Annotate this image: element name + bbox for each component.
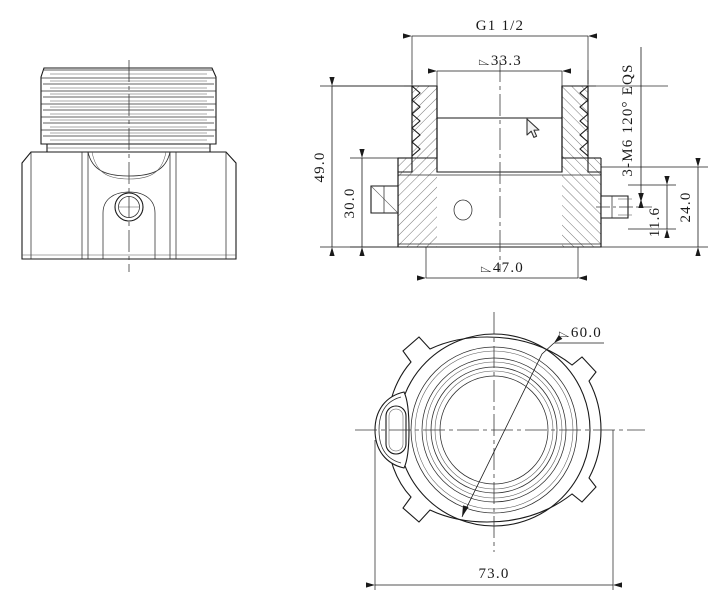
dim-port-offset: 11.6 bbox=[628, 176, 676, 238]
thread-profile bbox=[411, 85, 589, 157]
body-face-hole bbox=[453, 199, 473, 221]
dim-thread-spec-label: G1 1/2 bbox=[476, 18, 524, 34]
dim-seal-diameter-label: ⌳60.0 bbox=[558, 325, 602, 341]
dim-port-height-label: 24.0 bbox=[678, 191, 694, 222]
dim-thread-spec: G1 1/2 bbox=[403, 18, 597, 88]
dim-flange-diameter-label: ⌳47.0 bbox=[480, 260, 524, 276]
section-view bbox=[332, 60, 668, 272]
dim-body-height: 30.0 bbox=[342, 149, 412, 256]
dim-bore-diameter: ⌳33.3 bbox=[428, 53, 571, 90]
dim-port-height: 24.0 bbox=[601, 158, 708, 256]
external-thread-boss bbox=[40, 67, 217, 153]
note-m6-ports-label: 3-M6 120° EQS bbox=[620, 63, 636, 176]
m6-port bbox=[596, 195, 652, 219]
section-hatching bbox=[398, 86, 601, 247]
note-m6-ports: 3-M6 120° EQS bbox=[620, 47, 644, 208]
dim-overall-width-label: 73.0 bbox=[478, 566, 509, 582]
front-elevation-view bbox=[21, 60, 237, 272]
dim-body-height-label: 30.0 bbox=[342, 187, 358, 218]
left-lug bbox=[370, 185, 399, 214]
dim-seal-diameter: ⌳60.0 bbox=[461, 325, 604, 518]
dim-flange-diameter: ⌳47.0 bbox=[417, 247, 587, 281]
plan-view: ⌳60.0 73.0 bbox=[355, 312, 645, 590]
dim-port-offset-label: 11.6 bbox=[647, 207, 663, 238]
dim-bore-diameter-label: ⌳33.3 bbox=[478, 53, 522, 69]
dim-overall-height-label: 49.0 bbox=[312, 151, 328, 182]
dim-overall-width: 73.0 bbox=[366, 430, 622, 590]
